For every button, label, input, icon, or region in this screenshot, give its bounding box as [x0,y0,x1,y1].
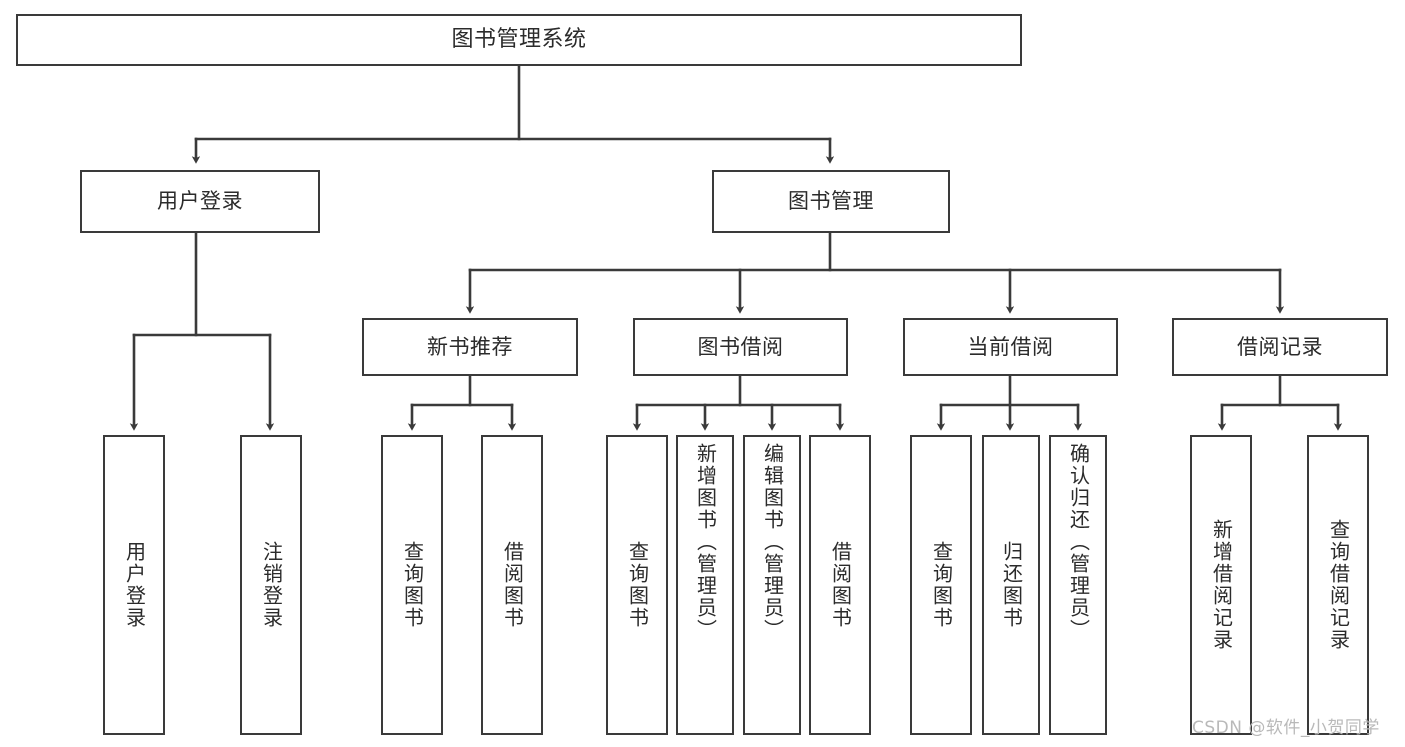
csdn-watermark: CSDN @软件_小贺同学 [1192,718,1380,738]
leaf-query-book-borrow[interactable]: 查询图书 [606,435,668,735]
node-label: 查询借阅记录 [1326,519,1351,651]
leaf-edit-book-admin[interactable]: 编辑图书（管理员） [743,435,801,735]
leaf-query-borrow-record[interactable]: 查询借阅记录 [1307,435,1369,735]
leaf-confirm-return-admin[interactable]: 确认归还（管理员） [1049,435,1107,735]
leaf-logout-login[interactable]: 注销登录 [240,435,302,735]
node-label: 新增借阅记录 [1209,519,1234,651]
node-label: 新书推荐 [427,334,513,359]
node-new-book-recommend[interactable]: 新书推荐 [362,318,578,376]
node-label: 图书管理系统 [451,27,587,53]
node-label: 借阅记录 [1237,334,1323,359]
leaf-query-book-recommend[interactable]: 查询图书 [381,435,443,735]
leaf-borrow-book-borrow[interactable]: 借阅图书 [809,435,871,735]
node-book-management[interactable]: 图书管理 [712,170,950,233]
node-label: 查询图书 [400,541,425,629]
node-user-login[interactable]: 用户登录 [80,170,320,233]
node-label: 确认归还（管理员） [1066,443,1091,641]
node-label: 用户登录 [122,541,147,629]
leaf-return-book[interactable]: 归还图书 [982,435,1040,735]
node-label: 当前借阅 [967,334,1054,359]
node-label: 借阅图书 [500,541,525,629]
node-label: 归还图书 [999,541,1024,629]
leaf-borrow-book-recommend[interactable]: 借阅图书 [481,435,543,735]
leaf-query-book-current[interactable]: 查询图书 [910,435,972,735]
node-label: 注销登录 [259,541,284,629]
node-label: 编辑图书（管理员） [760,443,785,641]
leaf-add-borrow-record[interactable]: 新增借阅记录 [1190,435,1252,735]
node-root-book-management-system[interactable]: 图书管理系统 [16,14,1022,66]
node-label: 查询图书 [929,541,954,629]
node-current-borrow[interactable]: 当前借阅 [903,318,1118,376]
node-label: 用户登录 [157,189,243,214]
leaf-add-book-admin[interactable]: 新增图书（管理员） [676,435,734,735]
node-borrow-record[interactable]: 借阅记录 [1172,318,1388,376]
node-label: 图书借阅 [697,334,784,359]
node-label: 查询图书 [625,541,650,629]
node-book-borrow[interactable]: 图书借阅 [633,318,848,376]
leaf-user-login[interactable]: 用户登录 [103,435,165,735]
node-label: 新增图书（管理员） [693,443,718,641]
node-label: 图书管理 [788,189,874,214]
node-label: 借阅图书 [828,541,853,629]
